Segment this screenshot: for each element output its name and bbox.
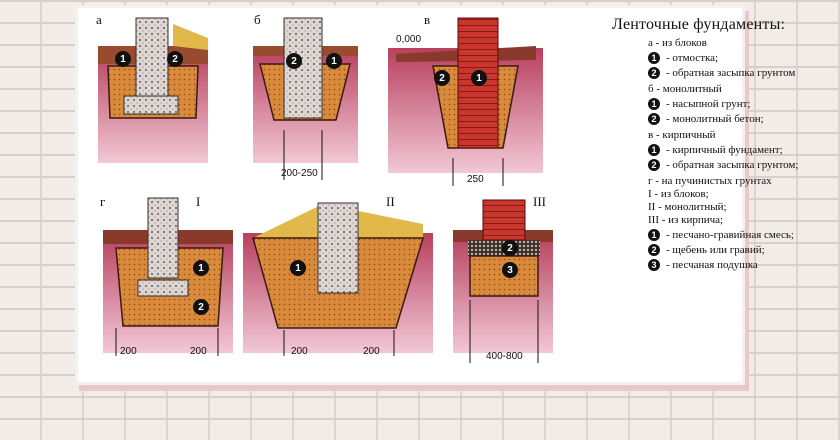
marker-1: 1 (326, 53, 342, 69)
legend-g-I: I - из блоков; (648, 188, 709, 200)
marker-2: 2 (648, 159, 660, 171)
panel-label-I: I (196, 194, 201, 209)
marker-1: 1 (648, 98, 660, 110)
panel-letter-b: б (254, 12, 261, 27)
panel-label-II: II (386, 194, 395, 209)
marker-2: 2 (502, 240, 518, 256)
legend-item: 2 - обратная засыпка грунтом (648, 67, 828, 80)
dim-g2-left: 200 (291, 346, 308, 357)
dim-g1-left: 200 (120, 346, 137, 357)
legend: Ленточные фундаменты: а - из блоков 1 - о… (612, 17, 828, 274)
legend-g-head: г - на пучинистых грунтах (648, 175, 772, 187)
marker-1: 1 (115, 51, 131, 67)
marker-2: 2 (167, 51, 183, 67)
marker-1: 1 (648, 144, 660, 156)
marker-2: 2 (193, 299, 209, 315)
legend-item: 2 - обратная засыпка грунтом; (648, 159, 828, 172)
legend-g-3: - песчаная подушка (666, 259, 758, 271)
legend-b-head: б - монолитный (648, 83, 722, 95)
legend-g-1: - песчано-гравийная смесь; (666, 229, 794, 241)
diagram-card: а б в г I II III 0,000 1 2 2 1 2 1 1 2 1… (78, 8, 798, 382)
dim-g2-right: 200 (363, 346, 380, 357)
panel-g-2 (243, 202, 433, 356)
legend-g-II: II - монолитный; (648, 201, 727, 213)
marker-1: 1 (290, 260, 306, 276)
marker-2: 2 (434, 70, 450, 86)
diagram-title: Ленточные фундаменты: (612, 16, 786, 33)
marker-2: 2 (648, 67, 660, 79)
marker-2: 2 (648, 113, 660, 125)
panel-letter-v: в (424, 12, 431, 27)
legend-b-1: - насыпной грунт; (666, 98, 751, 110)
panel-g-3 (453, 199, 553, 363)
legend-g-2: - щебень или гравий; (666, 244, 765, 256)
legend-item: 2 - щебень или гравий; (648, 244, 828, 257)
panel-b (253, 17, 358, 180)
legend-v-2: - обратная засыпка грунтом; (666, 159, 799, 171)
dim-g1-right: 200 (190, 346, 207, 357)
panel-label-III: III (533, 194, 546, 209)
legend-a-1: - отмостка; (666, 52, 719, 64)
marker-1: 1 (471, 70, 487, 86)
legend-a-head: а - из блоков (648, 37, 707, 49)
legend-a-2: - обратная засыпка грунтом (666, 67, 796, 79)
panel-letter-a: а (96, 12, 102, 27)
dim-b-width: 200-250 (281, 168, 318, 179)
legend-v-head: в - кирпичный (648, 129, 716, 141)
legend-b-2: - монолитный бетон; (666, 113, 764, 125)
legend-item: 1 - кирпичный фундамент; (648, 144, 828, 157)
dim-g3-width: 400-800 (486, 351, 523, 362)
marker-2: 2 (286, 53, 302, 69)
legend-item: 1 - отмостка; (648, 52, 828, 65)
panel-g-1 (103, 197, 233, 356)
legend-g-III: III - из кирпича; (648, 214, 724, 226)
legend-item: 1 - насыпной грунт; (648, 98, 828, 111)
marker-1: 1 (648, 52, 660, 64)
legend-item: 3 - песчаная подушка (648, 259, 828, 272)
panel-a (98, 17, 208, 163)
foundations-drawing (98, 17, 553, 363)
legend-v-1: - кирпичный фундамент; (666, 144, 783, 156)
panel-letter-g: г (100, 194, 106, 209)
legend-item: 1 - песчано-гравийная смесь; (648, 229, 828, 242)
marker-1: 1 (193, 260, 209, 276)
marker-3: 3 (648, 259, 660, 271)
level-mark: 0,000 (396, 34, 422, 45)
marker-2: 2 (648, 244, 660, 256)
dim-v-width: 250 (467, 174, 484, 185)
marker-3: 3 (502, 262, 518, 278)
panel-v (388, 17, 543, 186)
legend-item: 2 - монолитный бетон; (648, 113, 828, 126)
marker-1: 1 (648, 229, 660, 241)
